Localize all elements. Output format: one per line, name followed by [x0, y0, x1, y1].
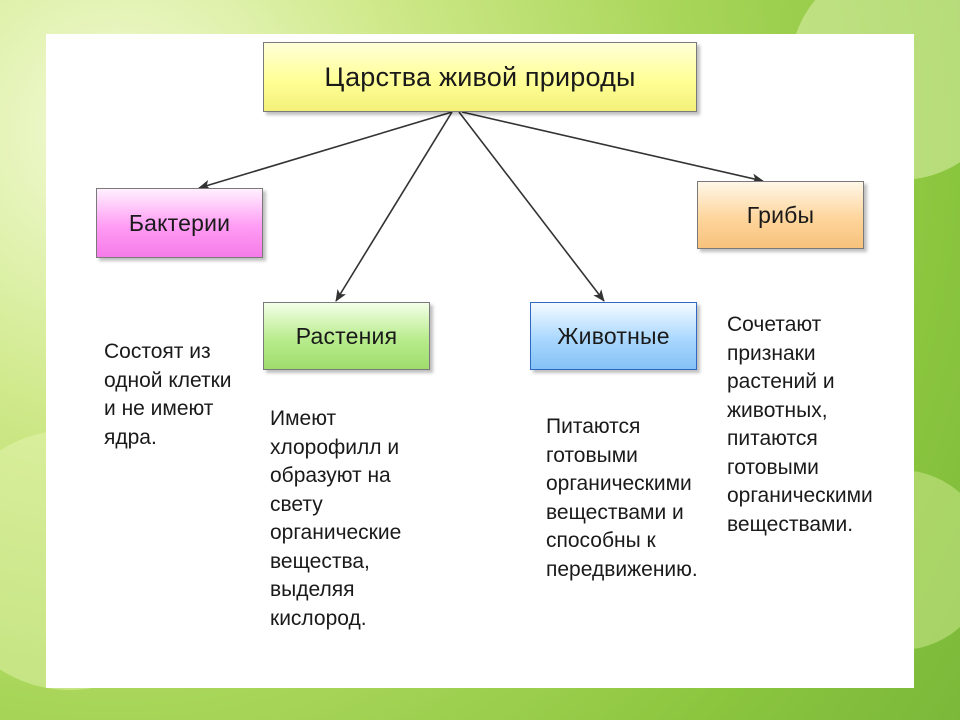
kingdom-node-bacteria: Бактерии	[96, 188, 263, 258]
description-line: образуют на	[270, 464, 391, 487]
description-fungi: Сочетают признаки растений и животных, п…	[727, 311, 873, 539]
description-line: готовыми	[727, 455, 819, 479]
description-line: ядра.	[104, 425, 157, 449]
description-line: кислород.	[270, 606, 367, 630]
description-line: и не имеют	[104, 397, 214, 420]
description-line: органическими	[727, 484, 873, 507]
description-line: животных,	[727, 398, 828, 422]
root-node-title: Царства живой природы	[263, 42, 697, 112]
description-line: Состоят из	[104, 340, 211, 363]
description-line: питаются	[727, 427, 818, 450]
description-line: вещества,	[270, 549, 370, 573]
description-line: Имеют	[270, 407, 337, 430]
description-line: одной клетки	[104, 368, 232, 392]
description-line: хлорофилл и	[270, 435, 400, 459]
kingdom-node-plants: Растения	[263, 302, 430, 370]
kingdom-node-fungi: Грибы	[697, 181, 864, 249]
description-line: веществами и	[546, 500, 684, 524]
description-line: передвижению.	[546, 557, 698, 581]
description-line: Питаются	[546, 415, 641, 438]
description-line: свету	[270, 492, 323, 516]
description-line: готовыми	[546, 443, 638, 467]
description-bacteria: Состоят из одной клетки и не имеют ядра.	[104, 338, 232, 452]
description-plants: Имеют хлорофилл и образуют на свету орга…	[270, 405, 401, 633]
description-line: Сочетают	[727, 313, 822, 336]
kingdom-node-animals: Животные	[530, 302, 697, 370]
description-animals: Питаются готовыми органическими вещества…	[546, 413, 698, 584]
description-line: признаки	[727, 341, 816, 365]
description-line: веществами.	[727, 512, 854, 536]
description-line: способны к	[546, 529, 656, 552]
description-line: органическими	[546, 472, 692, 495]
description-line: растений и	[727, 370, 835, 393]
description-line: органические	[270, 521, 402, 544]
description-line: выделяя	[270, 578, 355, 601]
